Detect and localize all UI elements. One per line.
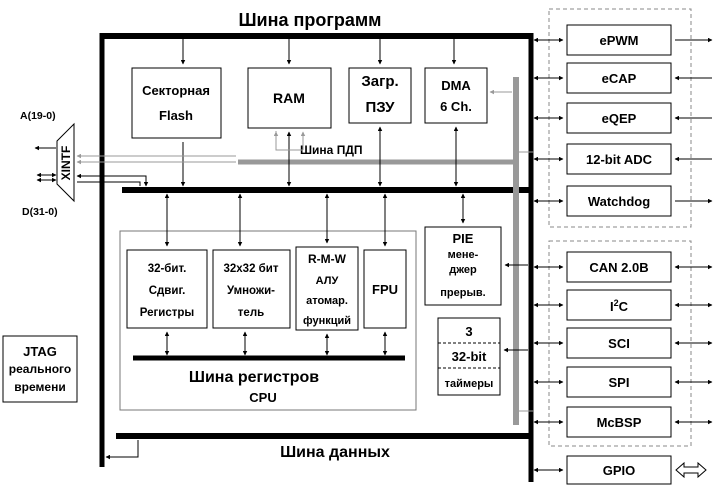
timers-label-2: 32-bit — [452, 349, 487, 364]
register-bus-label: Шина регистров — [189, 369, 319, 386]
sector-flash-label-1: Секторная — [142, 83, 210, 98]
peripheral-eqep: eQEP — [566, 102, 672, 134]
boot-rom-label-2: ПЗУ — [366, 99, 396, 116]
peripheral-ecap: eCAP — [566, 62, 672, 94]
gpio-label: GPIO — [603, 463, 636, 478]
timers-label-1: 3 — [465, 324, 472, 339]
fpu-label: FPU — [372, 282, 398, 297]
pie-block: PIE мене- джер прерыв. — [424, 226, 502, 306]
pie-label-4: прерыв. — [440, 287, 485, 299]
sector-flash-block: Секторная Flash — [131, 67, 222, 139]
timers-block: 3 32-bit таймеры — [437, 317, 501, 396]
data-pins-label: D(31-0) — [22, 206, 58, 218]
ram-label: RAM — [273, 90, 305, 106]
epwm-label: ePWM — [600, 33, 639, 48]
jtag-label-2: реального — [9, 362, 71, 376]
can-label: CAN 2.0B — [589, 260, 648, 275]
pie-arrows — [460, 193, 528, 268]
sector-flash-label-2: Flash — [159, 108, 193, 123]
main-frame — [99, 33, 534, 482]
peripheral-bus-arrows — [533, 37, 564, 473]
ram-block: RAM — [247, 67, 332, 129]
mult-label-3: тель — [238, 307, 264, 319]
peripheral-sci: SCI — [566, 327, 672, 359]
cpu-frame — [119, 230, 417, 411]
i2c-label: I2C — [610, 298, 629, 314]
alu-label-1: R-M-W — [308, 252, 347, 266]
alu-block: R-M-W АЛУ атомар. функций — [295, 246, 359, 331]
data-bus-connector — [105, 440, 139, 460]
alu-label-2: АЛУ — [316, 275, 339, 287]
dma-label-2: 6 Ch. — [440, 99, 472, 114]
peripheral-i2c: I2C — [566, 289, 672, 321]
dma-bus-line — [238, 77, 519, 425]
gpio-io-arrow-icon — [675, 461, 707, 479]
ram-dma-arrows — [273, 89, 512, 151]
peripheral-mcbsp: McBSP — [566, 406, 672, 438]
peripheral-adc: 12-bit ADC — [566, 143, 672, 175]
xintf-block: XINTF — [56, 122, 75, 203]
gpio-block: GPIO — [566, 455, 672, 485]
boot-rom-label-1: Загр. — [361, 73, 398, 90]
peripheral-epwm: ePWM — [566, 24, 672, 56]
jtag-label-1: JTAG — [23, 344, 57, 359]
dma-label-1: DMA — [441, 78, 471, 93]
address-bus-label: A(19-0) — [20, 110, 56, 122]
dma-block: DMA 6 Ch. — [424, 67, 488, 124]
alu-label-3: атомар. — [306, 295, 348, 307]
dma-peripheral-taps — [519, 151, 534, 412]
xintf-internal-arrows — [76, 153, 236, 187]
eqep-label: eQEP — [602, 111, 637, 126]
sci-label: SCI — [608, 336, 630, 351]
peripheral-watchdog: Watchdog — [566, 185, 672, 217]
peripheral-external-arrows — [674, 37, 713, 425]
data-bus-label: Шина данных — [280, 444, 390, 461]
jtag-label-3: времени — [14, 380, 65, 394]
multiplier-block: 32x32 бит Умножи- тель — [212, 249, 291, 329]
jtag-block: JTAG реального времени — [2, 335, 78, 403]
peripheral-spi: SPI — [566, 366, 672, 398]
mult-label-2: Умножи- — [227, 285, 275, 297]
pie-label-1: PIE — [453, 231, 474, 246]
cpu-label: CPU — [249, 390, 276, 405]
mult-label-1: 32x32 бит — [224, 263, 279, 275]
cpu-internal-bus-arrows — [164, 193, 388, 247]
xintf-label: XINTF — [59, 146, 73, 181]
cpu-register-bus-arrows — [164, 331, 388, 356]
shift-label-2: Сдвиг. — [149, 285, 186, 297]
timers-label-3: таймеры — [445, 378, 494, 390]
memory-internal-bus-arrows — [180, 126, 459, 187]
shift-registers-block: 32-бит. Сдвиг. Регистры — [126, 249, 208, 329]
shift-label-3: Регистры — [140, 307, 195, 319]
mcbsp-label: McBSP — [597, 415, 642, 430]
ecap-label: eCAP — [602, 71, 637, 86]
alu-label-4: функций — [303, 315, 351, 327]
pie-label-2: мене- — [448, 249, 479, 261]
peripheral-can: CAN 2.0B — [566, 251, 672, 283]
boot-rom-block: Загр. ПЗУ — [348, 67, 412, 124]
shift-label-1: 32-бит. — [148, 263, 187, 275]
watchdog-label: Watchdog — [588, 194, 650, 209]
spi-label: SPI — [609, 375, 630, 390]
adc-label: 12-bit ADC — [586, 152, 653, 167]
pie-label-3: джер — [449, 264, 477, 276]
fpu-block: FPU — [363, 249, 407, 329]
dma-bus-label: Шина ПДП — [300, 143, 363, 157]
memory-program-bus-arrows — [180, 39, 457, 65]
program-bus-label: Шина программ — [238, 10, 381, 30]
xintf-external-arrows — [34, 145, 57, 183]
